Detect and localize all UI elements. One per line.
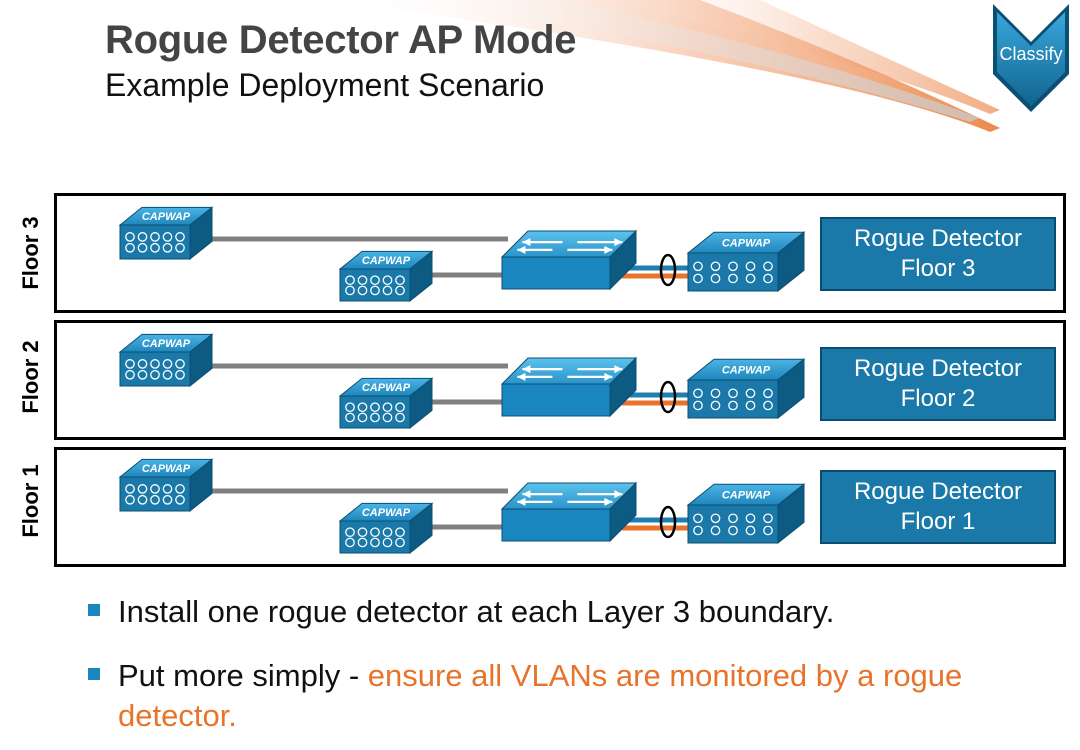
rogue-detector-floor: Floor 2 bbox=[900, 385, 976, 412]
classify-badge-icon bbox=[993, 4, 1069, 112]
bullet-marker bbox=[88, 604, 100, 616]
floor-3-panel bbox=[54, 193, 1066, 313]
bullet-item-2: Put more simply - ensure all VLANs are m… bbox=[118, 656, 1058, 736]
floor-2-panel bbox=[54, 320, 1066, 440]
header-swoosh-graphic bbox=[330, 0, 1000, 132]
badge-label: Classify bbox=[999, 44, 1063, 64]
rogue-detector-title: Rogue Detector bbox=[853, 478, 1023, 505]
rogue-detector-floor-2: Rogue Detector Floor 2 bbox=[820, 347, 1056, 421]
rogue-detector-floor: Floor 3 bbox=[900, 255, 976, 282]
page-title: Rogue Detector AP Mode bbox=[105, 18, 577, 62]
rogue-detector-floor: Floor 1 bbox=[900, 508, 976, 535]
rogue-detector-floor-3: Rogue Detector Floor 3 bbox=[820, 217, 1056, 291]
floor-2-label: Floor 2 bbox=[18, 340, 43, 414]
bullet-marker bbox=[88, 668, 100, 680]
floor-3-label: Floor 3 bbox=[18, 216, 43, 290]
bullet-highlight-text: ensure all VLANs are monitored by a rogu… bbox=[118, 658, 963, 733]
rogue-detector-floor-1: Rogue Detector Floor 1 bbox=[820, 470, 1056, 544]
floor-1-label: Floor 1 bbox=[18, 464, 43, 538]
page-subtitle: Example Deployment Scenario bbox=[105, 67, 545, 103]
bullet-text: Install one rogue detector at each Layer… bbox=[118, 594, 835, 629]
bullet-item-1: Install one rogue detector at each Layer… bbox=[118, 592, 1058, 632]
floor-1-panel bbox=[54, 447, 1066, 567]
bullet-text: Put more simply - bbox=[118, 658, 368, 693]
rogue-detector-title: Rogue Detector bbox=[853, 355, 1023, 382]
rogue-detector-title: Rogue Detector bbox=[853, 225, 1023, 252]
